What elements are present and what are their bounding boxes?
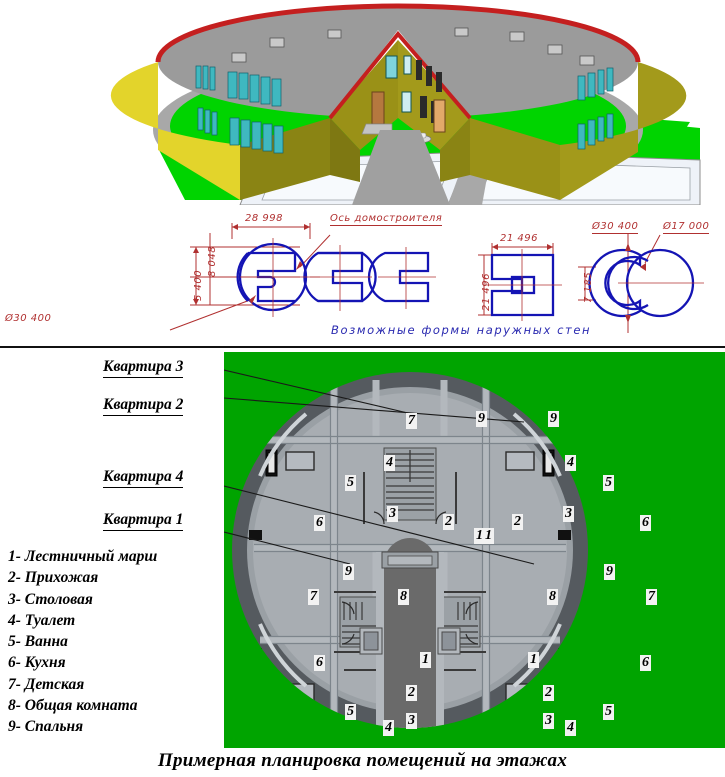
wall-court-right2 xyxy=(440,118,470,182)
wall-profile-shapes xyxy=(236,242,695,318)
legend-item: 7- Детская xyxy=(8,675,85,693)
apartment-label-3: Квартира 3 xyxy=(103,358,184,378)
dim-dia-left: Ø30 400 xyxy=(5,313,52,324)
roof-vents xyxy=(231,27,595,66)
dim-v-right: 7 185 xyxy=(583,271,594,303)
wall-outer-right xyxy=(560,62,687,200)
apartment-label-1: Квартира 1 xyxy=(103,511,184,531)
legend-item: 5- Ванна xyxy=(8,633,68,651)
dimension-lines xyxy=(169,223,661,333)
roof-edge-court xyxy=(328,30,472,120)
entrance-corridor xyxy=(376,538,444,728)
door-swings xyxy=(341,511,479,645)
dim-arrows xyxy=(193,224,646,323)
dim-h-square: 21 496 xyxy=(500,233,538,244)
wall-outer-left xyxy=(110,62,240,200)
dim-v-square: 21 496 xyxy=(481,273,492,311)
center-lines xyxy=(240,238,704,321)
leader-lines xyxy=(224,369,535,565)
section-divider xyxy=(0,346,725,348)
apartment-label-2: Квартира 2 xyxy=(103,396,184,416)
dim-dia-inner: Ø17 000 xyxy=(663,221,710,234)
legend-item: 2- Прихожая xyxy=(8,569,99,587)
windows-left-upper xyxy=(195,65,282,107)
wall-left-flat xyxy=(240,118,330,200)
legend-item: 1- Лестничный марш xyxy=(8,548,158,565)
legend-item: 8- Общая комната xyxy=(8,697,138,715)
legend-item: 9- Спальня xyxy=(8,718,84,736)
legend-item: 6- Кухня xyxy=(8,654,66,672)
cad-wall-shapes-drawing: 5 400 8 048 28 998 Ось домостроителя Ø30… xyxy=(0,205,725,347)
wall-court-left2 xyxy=(330,118,360,182)
window-slots xyxy=(258,372,562,688)
windows-right-upper xyxy=(577,67,614,101)
room-legend: 1- Лестничный марш 2- Прихожая 3- Столов… xyxy=(8,546,223,738)
floor-plan-section: Квартира 3 Квартира 2 Квартира 4 Квартир… xyxy=(0,348,725,748)
dim-dia-outer: Ø30 400 xyxy=(592,221,639,234)
roof-edge-red xyxy=(155,3,641,63)
figure-caption: Примерная планировка помещений на этажах xyxy=(157,750,568,771)
central-staircase-top xyxy=(383,447,437,521)
courtyard-openings xyxy=(371,55,446,133)
axis-label: Ось домостроителя xyxy=(330,213,443,226)
courtyard-path xyxy=(352,130,450,205)
apartment-label-4: Квартира 4 xyxy=(103,468,184,488)
building-3d-render xyxy=(0,0,725,206)
cad-caption: Возможные формы наружных стен xyxy=(331,323,592,337)
windows-right-lower xyxy=(577,113,614,150)
wall-right-flat xyxy=(470,118,560,200)
floor-plan-drawing xyxy=(224,369,588,728)
windows-left-lower xyxy=(197,107,284,154)
legend-item: 4- Туалет xyxy=(8,611,76,629)
vestibule-boxes xyxy=(359,627,461,655)
legend-item: 3- Столовая xyxy=(8,590,93,608)
dim-h-top: 28 998 xyxy=(245,213,283,224)
dim-v-left2: 8 048 xyxy=(207,245,218,277)
dim-v-left: 5 400 xyxy=(193,269,204,301)
